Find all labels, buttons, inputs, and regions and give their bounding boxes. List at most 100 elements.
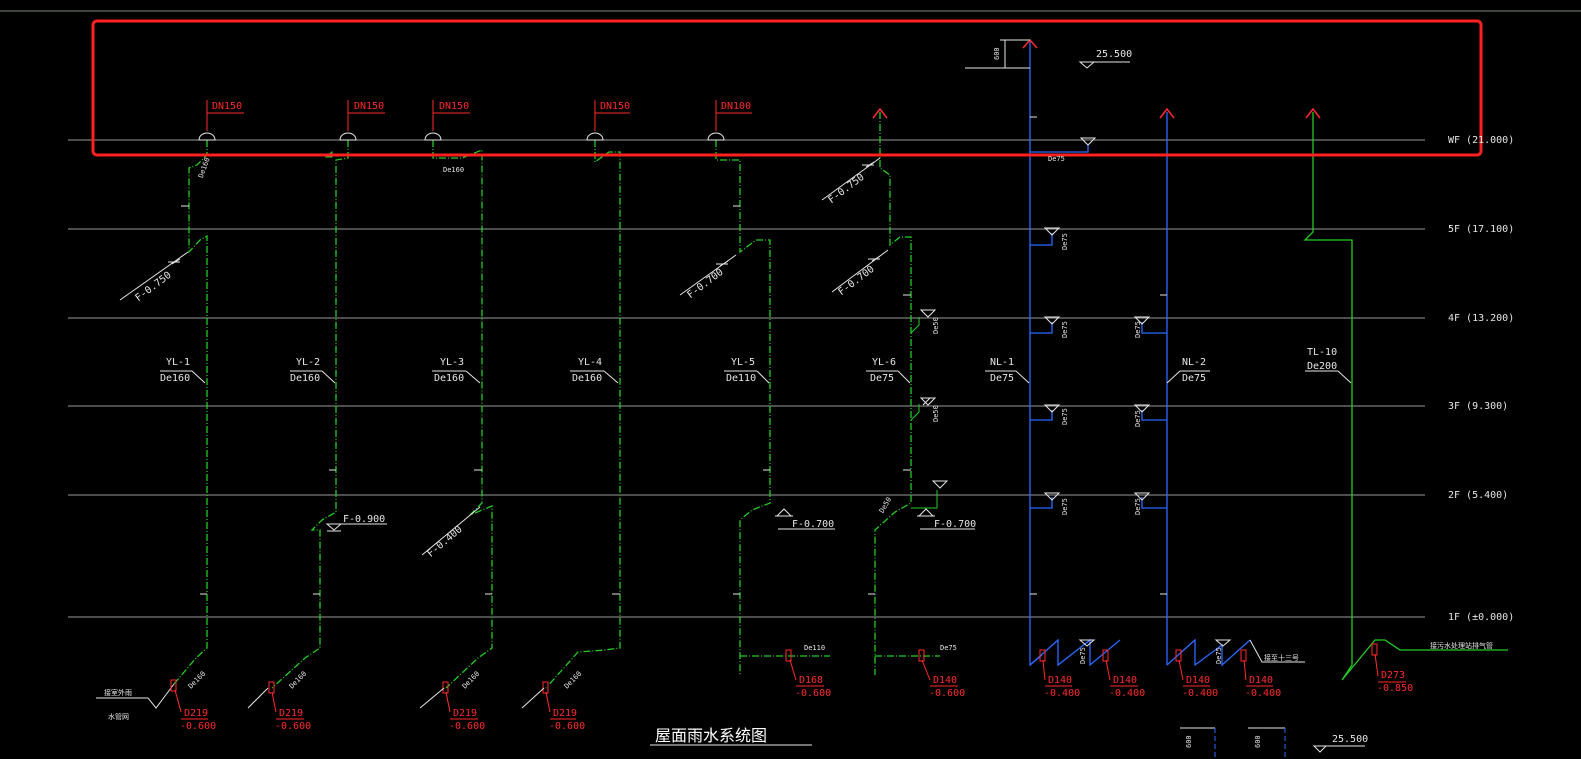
outlet-leader (247, 687, 269, 709)
branch-label-nl-1-5f: De75 (1061, 233, 1069, 250)
roof-drain-label-yl-1: DN150 (212, 101, 243, 112)
outlet-elev-nl-1-a: -0.400 (1044, 688, 1081, 699)
outlet-elev-nl-1-b: -0.400 (1109, 688, 1146, 699)
riser-label-line (1337, 370, 1352, 384)
riser-size-nl-2: De75 (1182, 373, 1207, 384)
riser-size-yl-1: De160 (160, 373, 191, 384)
leader-line (1243, 659, 1247, 681)
outlet-sleeve-icon (170, 679, 177, 692)
bend-leader (421, 506, 481, 556)
outlet-note-yl-1-b: 水管网 (108, 713, 129, 721)
leader-line (1178, 659, 1184, 681)
leader-line (1105, 659, 1111, 681)
branch-label-nl-1-3f: De75 (1061, 408, 1069, 425)
outlet-tl-10: D273 (1381, 670, 1406, 681)
outlet-sleeve-icon (1371, 643, 1378, 656)
outlet-leader (1249, 639, 1305, 663)
floor-label-5f: 5F (17.100) (1448, 224, 1515, 235)
floor-drain-icon (1133, 316, 1232, 647)
vent-cap-icon (1305, 107, 1321, 119)
riser-size-yl-2: De160 (290, 373, 321, 384)
outlet-sleeve-icon (1039, 649, 1046, 662)
riser-size-tl-10: De200 (1307, 361, 1338, 372)
branch-label-yl-6-4f: De50 (932, 317, 940, 334)
roof-drain-icon (586, 132, 604, 141)
leader-line (921, 659, 931, 681)
elev-mark-icon (917, 508, 935, 517)
elev-mark-icon (775, 508, 793, 517)
riser-label-line (1166, 370, 1181, 384)
outlet-leader (96, 683, 175, 709)
outlet-yl-6: D140 (933, 675, 958, 686)
bottom-elev: 25.500 (1332, 734, 1369, 745)
riser-label-line (756, 370, 770, 384)
leader-line (1042, 659, 1046, 681)
riser-yl-5 (715, 140, 830, 675)
leader-line (789, 659, 797, 681)
branch-label-nl-2-1f: De75 (1215, 647, 1223, 664)
outlet-yl-1: D219 (184, 708, 209, 719)
outlet-elev-nl-2-b: -0.400 (1245, 688, 1282, 699)
outlet-elev-yl-2: -0.600 (275, 721, 312, 732)
floor-drain-icon (919, 309, 949, 489)
riser-yl-4 (545, 140, 621, 689)
riser-name-yl-2: YL-2 (296, 357, 321, 368)
branch-label-nl-1-1f: De75 (1079, 647, 1087, 664)
riser-name-yl-1: YL-1 (166, 357, 191, 368)
elev-mark-icon (168, 258, 181, 265)
outlet-yl-4: D219 (553, 708, 578, 719)
outlet-yl-5: D168 (799, 675, 824, 686)
riser-size-yl-5: De110 (726, 373, 757, 384)
roof-drain-icon (707, 132, 725, 141)
roof-top-elev: 25.500 (1096, 49, 1133, 60)
elev-mark-icon (325, 523, 343, 532)
vent-cap-icon (1159, 107, 1175, 119)
bottom-dim-1: 600 (1185, 735, 1193, 748)
outlet-elev-nl-2-a: -0.400 (1182, 688, 1219, 699)
roof-top-dim: 600 (993, 47, 1001, 60)
outlet-leader (521, 687, 545, 709)
outlet-note-nl-2: 接至十三号 (1264, 654, 1299, 662)
branch-label-nl-1-wf: De75 (1048, 155, 1065, 163)
elev-mark-icon (1078, 61, 1096, 69)
outlet-sleeve-icon (1102, 649, 1109, 662)
highlight-box (91, 19, 1483, 157)
riser-label-line (1015, 370, 1030, 384)
branch-label-nl-1-4f: De75 (1061, 321, 1069, 338)
outlet-yl-2: D219 (279, 708, 304, 719)
roof-drain-label-yl-4: DN150 (600, 101, 631, 112)
roof-drain-label-yl-3: DN150 (439, 101, 470, 112)
outlet-size-yl-6: De75 (940, 644, 957, 652)
outlet-elev-yl-1: -0.600 (180, 721, 217, 732)
floor-label-1f: 1F (±0.000) (1448, 612, 1515, 623)
riser-name-tl-10: TL-10 (1307, 347, 1338, 358)
riser-size-nl-1: De75 (990, 373, 1015, 384)
outlet-leader (419, 687, 445, 709)
floor-drain-icon (1043, 137, 1097, 647)
branch-pipes (910, 317, 938, 509)
branch-label-nl-2-4f: De75 (1134, 321, 1142, 338)
leader-line (174, 689, 182, 713)
outlet-nl-1-b: D140 (1113, 675, 1138, 686)
riser-name-yl-4: YL-4 (578, 357, 603, 368)
riser-size-yl-4: De160 (572, 373, 603, 384)
riser-size-yl-6: De75 (870, 373, 895, 384)
outlet-nl-2-a: D140 (1186, 675, 1211, 686)
bottom-dim-2: 600 (1254, 735, 1262, 748)
riser-label-line (465, 370, 481, 384)
branch-label-nl-1-2f: De75 (1061, 498, 1069, 515)
outlet-sleeve-icon (1240, 649, 1247, 662)
outlet-elev-tl-10: -0.850 (1377, 683, 1414, 694)
outlet-yl-3: D219 (453, 708, 478, 719)
leader-line (545, 691, 551, 713)
riser-label-line (321, 370, 336, 384)
outlet-sleeve-icon (268, 681, 275, 694)
roof-drain-icon (339, 132, 357, 141)
outlet-sleeve-icon (785, 649, 792, 662)
bend-elev-yl-5-2f: F-0.700 (792, 519, 835, 530)
riser-yl-1 (173, 140, 208, 685)
outlet-nl-2-b: D140 (1249, 675, 1274, 686)
floor-label-4f: 4F (13.200) (1448, 313, 1515, 324)
outlet-elev-yl-5: -0.600 (795, 688, 832, 699)
